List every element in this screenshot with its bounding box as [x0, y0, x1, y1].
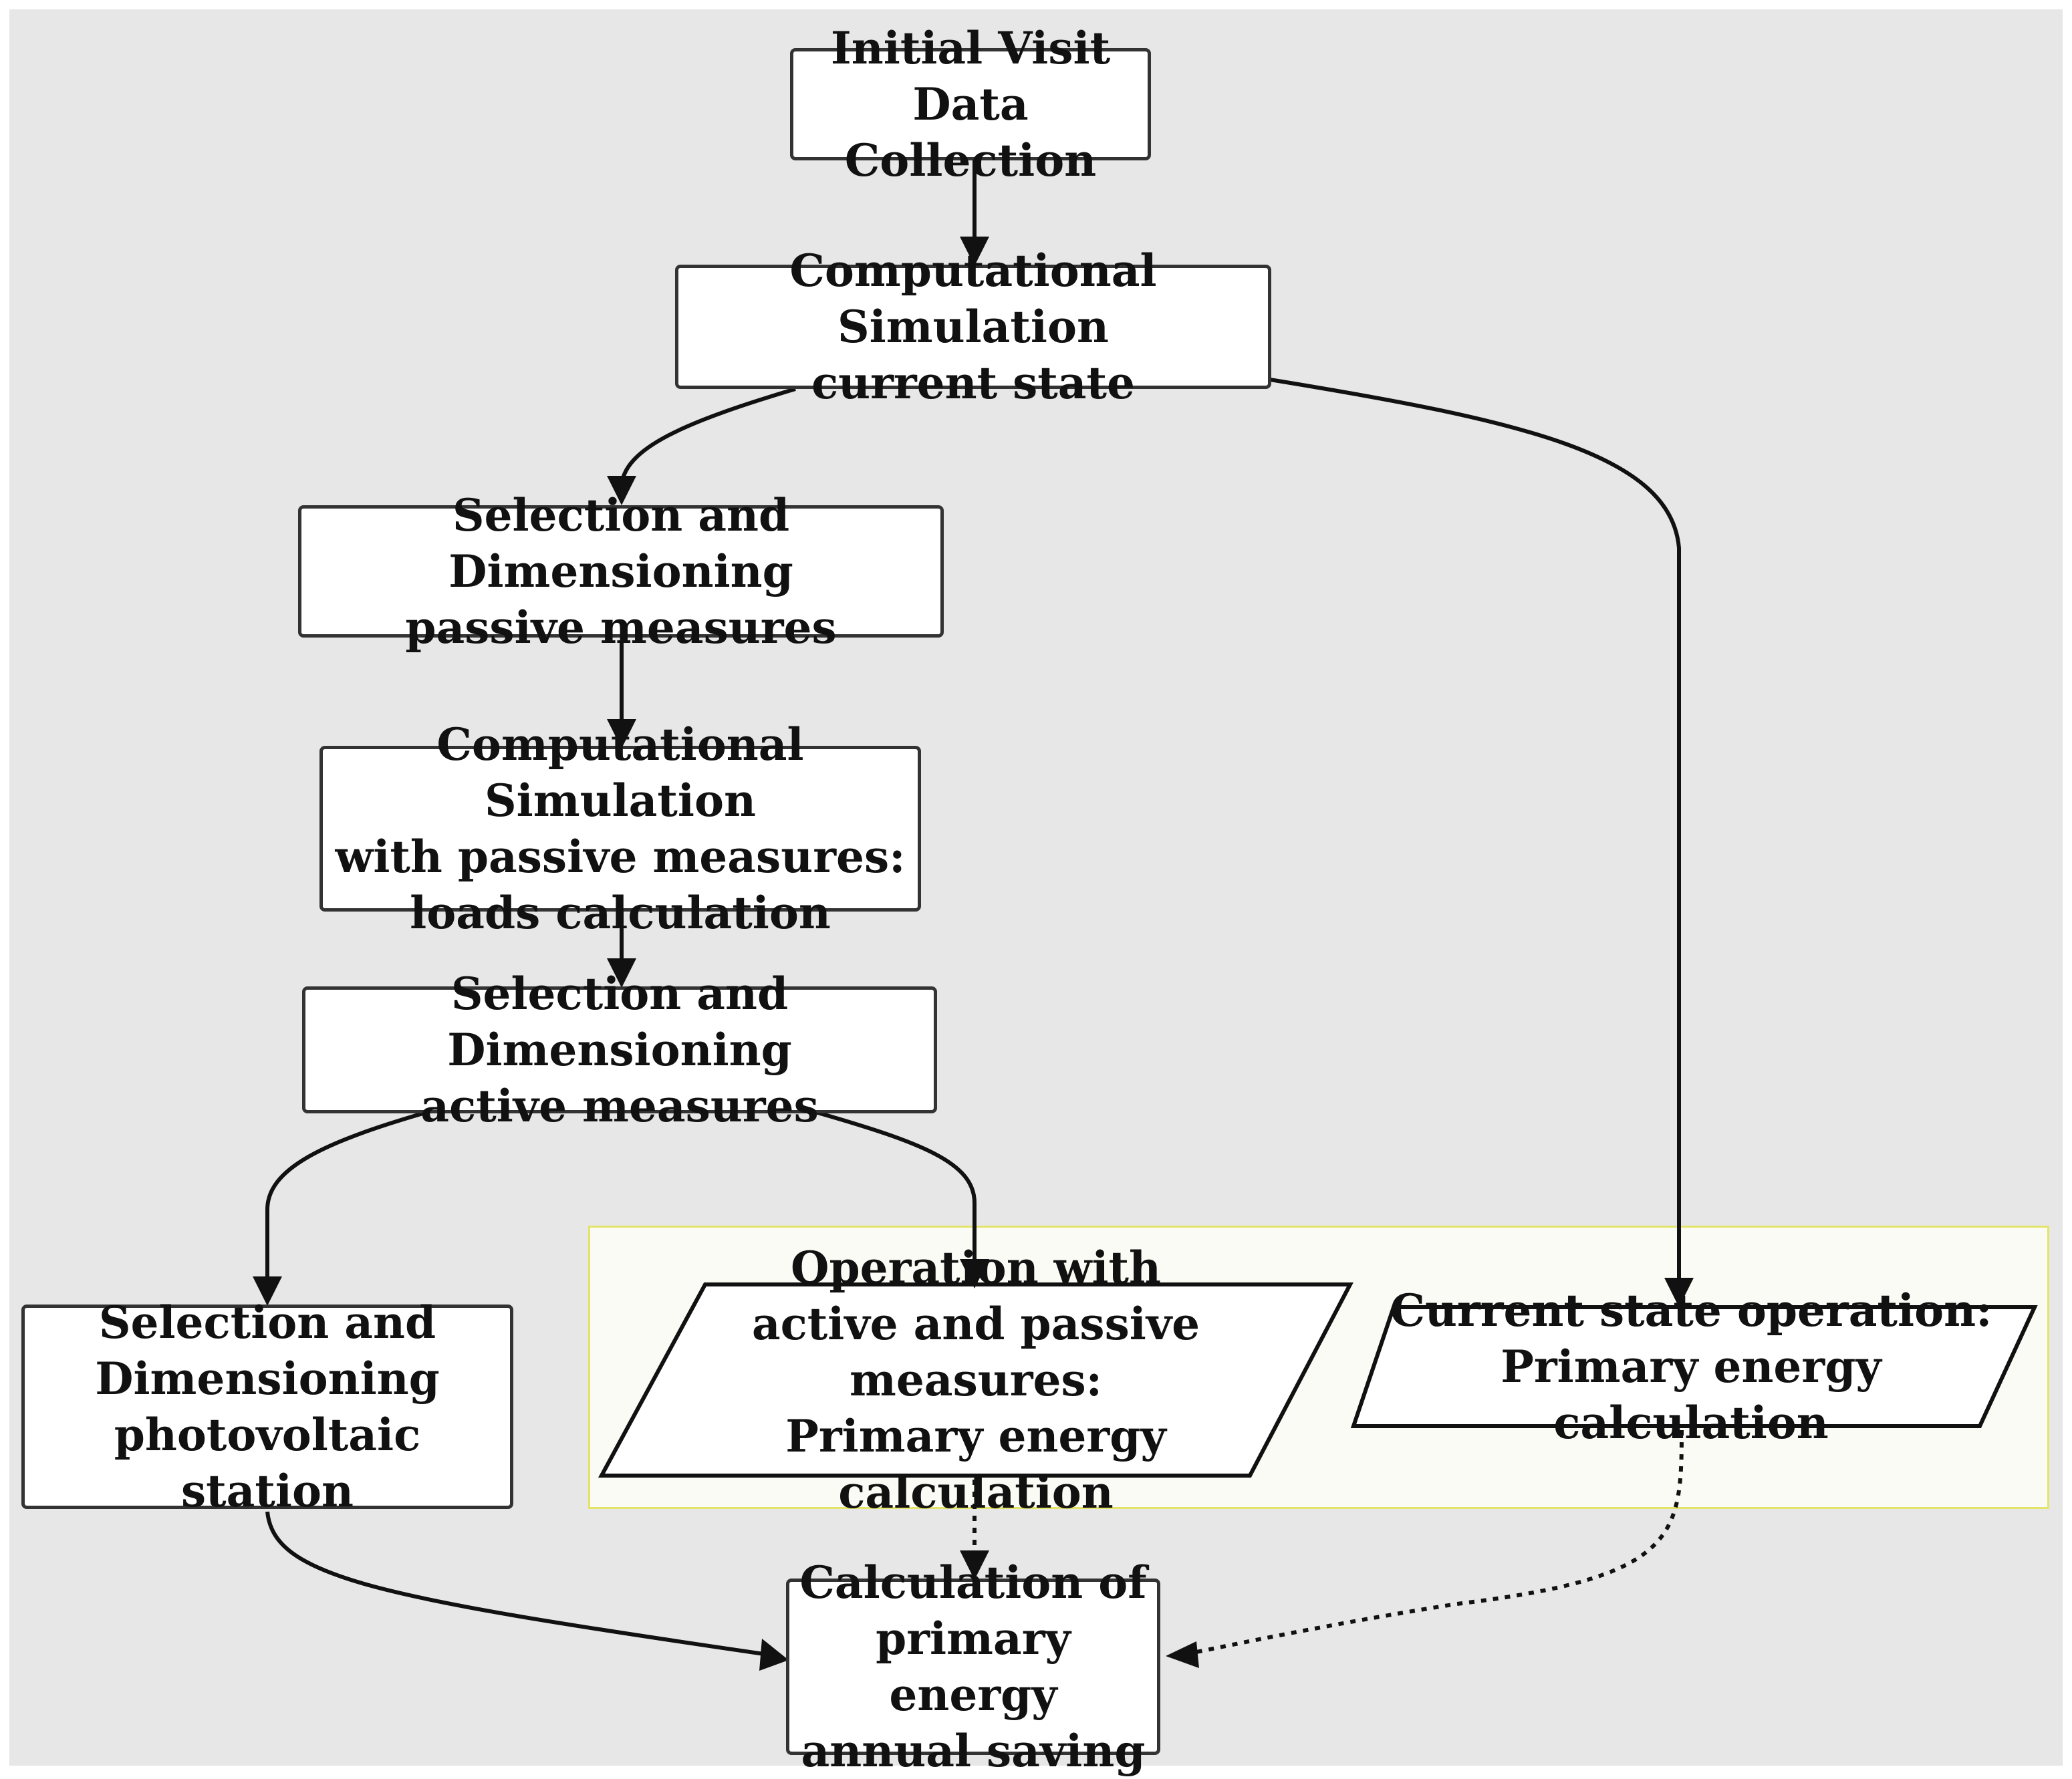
node-pv-selection: Selection and Dimensioning photovoltaic … [21, 1296, 513, 1517]
edge-sim-current-to-current-state [1269, 378, 1681, 1283]
arrowhead-saving-from-pv [759, 1639, 789, 1671]
node-passive-selection: Selection and Dimensioning passive measu… [298, 489, 944, 654]
arrowhead-passive [607, 476, 636, 505]
edge-active-to-operation [815, 1110, 977, 1266]
node-initial-visit: Initial Visit Data Collection [790, 22, 1151, 186]
node-annual-saving-label: Calculation of primary energy annual sav… [799, 1556, 1147, 1777]
arrowhead-saving-from-current-state [1166, 1641, 1199, 1668]
arrowhead-sim-passive [607, 719, 636, 748]
node-current-state-operation-label: Current state operation: Primary energy … [1390, 1284, 1992, 1449]
arrowhead-operation [960, 1259, 989, 1288]
edge-current-state-to-saving [1189, 1429, 1684, 1655]
edge-pv-to-saving [265, 1511, 769, 1657]
node-active-selection-label: Selection and Dimensioning active measur… [420, 968, 819, 1132]
node-sim-current: Computational Simulation current state [675, 245, 1271, 409]
node-sim-passive: Computational Simulation with passive me… [319, 718, 921, 939]
current-state-operation-shape [1350, 1305, 2038, 1428]
node-annual-saving: Calculation of primary energy annual sav… [786, 1556, 1160, 1777]
node-passive-selection-label: Selection and Dimensioning passive measu… [405, 489, 837, 654]
edge-sim-current-to-passive [620, 387, 796, 489]
arrowhead-sim-current [960, 237, 989, 266]
edge-active-to-pv [265, 1110, 428, 1280]
arrowhead-pv [253, 1276, 282, 1306]
arrowhead-current-state [1664, 1278, 1694, 1307]
node-current-state-operation: Current state operation: Primary energy … [1370, 1284, 2012, 1449]
node-sim-current-label: Computational Simulation current state [789, 245, 1157, 409]
node-pv-selection-label: Selection and Dimensioning photovoltaic … [95, 1296, 440, 1517]
operation-active-passive-shape [598, 1282, 1353, 1478]
node-operation-active-passive-label: Operation with active and passive measur… [751, 1242, 1200, 1518]
arrowhead-saving-from-operation [960, 1550, 989, 1580]
node-initial-visit-label: Initial Visit Data Collection [830, 22, 1111, 186]
node-active-selection: Selection and Dimensioning active measur… [302, 968, 937, 1132]
arrowhead-active [607, 958, 636, 988]
node-sim-passive-label: Computational Simulation with passive me… [335, 718, 906, 939]
node-operation-active-passive: Operation with active and passive measur… [642, 1242, 1310, 1518]
